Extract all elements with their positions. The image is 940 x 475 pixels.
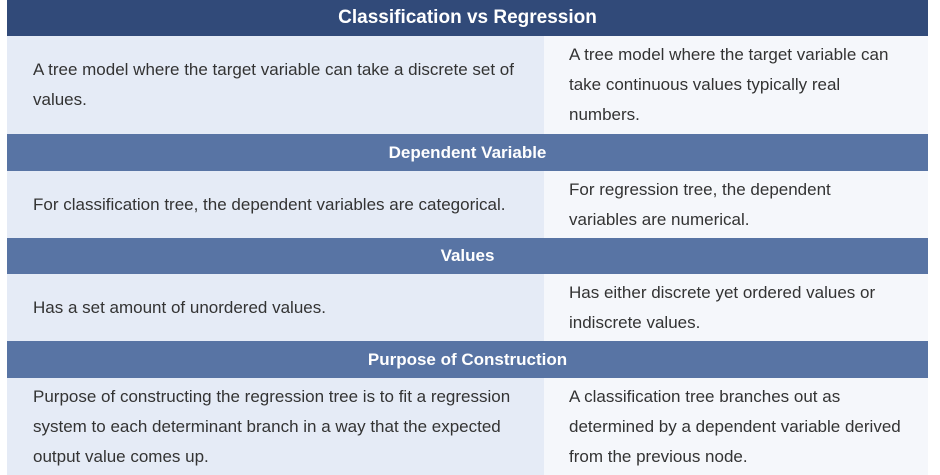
table-row-values: Has a set amount of unordered values. Ha…: [7, 274, 928, 341]
section-heading-dependent-variable: Dependent Variable: [7, 134, 928, 171]
cell-classification-purpose: A classification tree branches out as de…: [544, 378, 928, 475]
cell-regression-dependent-variable: For regression tree, the dependent varia…: [544, 171, 928, 238]
table-row-purpose-of-construction: Purpose of constructing the regression t…: [7, 378, 928, 475]
section-heading-values: Values: [7, 238, 928, 274]
cell-classification-definition: A tree model where the target variable c…: [7, 36, 544, 134]
table-row-definition: A tree model where the target variable c…: [7, 36, 928, 134]
cell-regression-values: Has either discrete yet ordered values o…: [544, 274, 928, 341]
table-row-dependent-variable: For classification tree, the dependent v…: [7, 171, 928, 238]
cell-regression-purpose: Purpose of constructing the regression t…: [7, 378, 544, 475]
cell-classification-dependent-variable: For classification tree, the dependent v…: [7, 171, 544, 238]
comparison-table: Classification vs Regression A tree mode…: [7, 0, 928, 475]
table-title: Classification vs Regression: [7, 0, 928, 36]
cell-classification-values: Has a set amount of unordered values.: [7, 274, 544, 341]
cell-regression-definition: A tree model where the target variable c…: [544, 36, 928, 134]
section-heading-purpose-of-construction: Purpose of Construction: [7, 341, 928, 378]
